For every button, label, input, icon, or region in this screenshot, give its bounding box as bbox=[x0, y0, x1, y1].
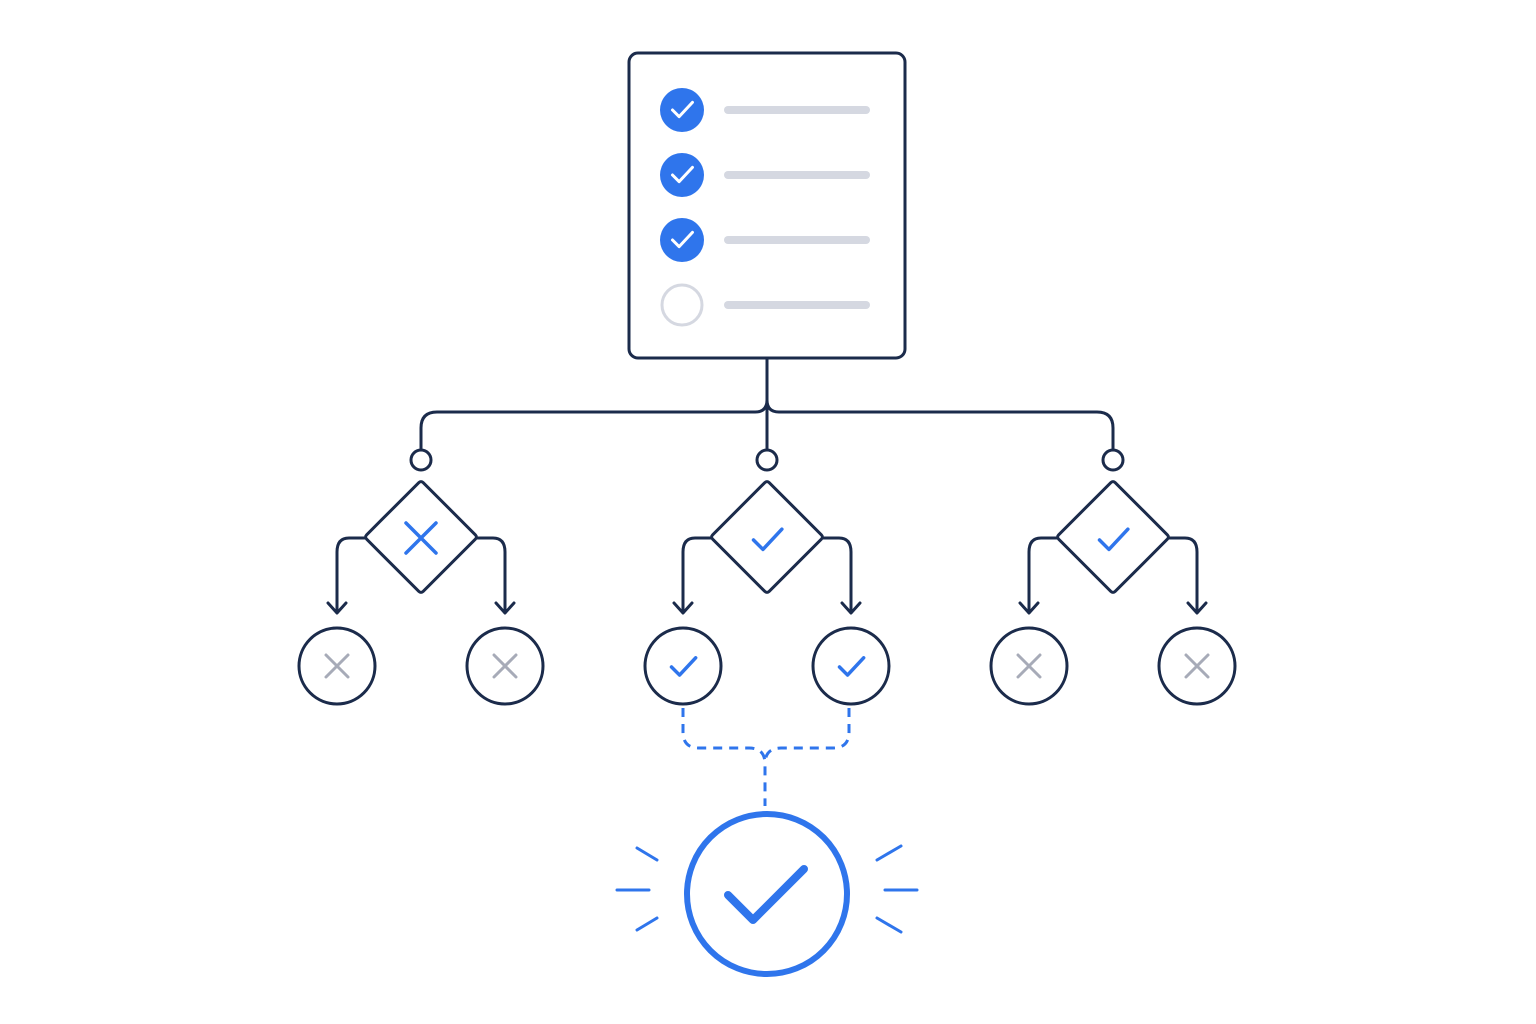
decision-diamond bbox=[710, 480, 824, 594]
checked-checkbox bbox=[660, 218, 704, 262]
arrowhead-icon bbox=[494, 601, 516, 615]
branch-node bbox=[1101, 448, 1125, 472]
empty-circle-icon bbox=[660, 283, 704, 327]
branch-arrow bbox=[821, 536, 853, 613]
checklist-row bbox=[660, 218, 870, 262]
check-icon bbox=[671, 165, 694, 184]
highlight-rays bbox=[615, 844, 919, 934]
decision-diamond bbox=[1056, 480, 1170, 594]
merge-path-right bbox=[763, 708, 851, 765]
branch bbox=[643, 448, 891, 706]
checklist-row bbox=[660, 153, 870, 197]
check-icon bbox=[671, 230, 694, 249]
highlight-ray bbox=[875, 916, 903, 934]
checklist-row bbox=[660, 283, 870, 327]
final-result bbox=[615, 811, 919, 977]
result-circle bbox=[684, 811, 850, 977]
check-icon bbox=[671, 100, 694, 119]
cross-icon bbox=[1184, 653, 1210, 679]
highlight-ray bbox=[875, 844, 903, 862]
cross-icon bbox=[404, 521, 438, 555]
highlight-ray bbox=[635, 916, 659, 932]
check-icon bbox=[751, 527, 784, 552]
arrowhead-icon bbox=[840, 601, 862, 615]
arrowhead-icon bbox=[1018, 601, 1040, 615]
highlight-ray bbox=[635, 846, 659, 862]
cross-icon bbox=[324, 653, 350, 679]
checklist-card bbox=[627, 51, 907, 360]
checklist-row bbox=[660, 88, 870, 132]
branch-node bbox=[409, 448, 433, 472]
right-branch-connector bbox=[765, 398, 1115, 451]
outcome-circle bbox=[811, 626, 891, 706]
cross-icon bbox=[492, 653, 518, 679]
branch-arrow bbox=[335, 536, 367, 613]
branch bbox=[297, 448, 545, 706]
cross-icon bbox=[1016, 653, 1042, 679]
branch-arrow bbox=[475, 536, 507, 613]
check-icon bbox=[837, 656, 866, 677]
check-icon bbox=[1097, 527, 1130, 552]
check-icon bbox=[724, 865, 808, 924]
branch-arrow bbox=[681, 536, 713, 613]
branch-node bbox=[755, 448, 779, 472]
tree-connectors bbox=[419, 356, 1115, 451]
check-icon bbox=[669, 656, 698, 677]
branch-arrow bbox=[1167, 536, 1199, 613]
outcome-circle bbox=[643, 626, 723, 706]
branch bbox=[989, 448, 1237, 706]
checked-checkbox bbox=[660, 88, 704, 132]
left-branch-connector bbox=[419, 398, 769, 451]
arrowhead-icon bbox=[672, 601, 694, 615]
arrowhead-icon bbox=[1186, 601, 1208, 615]
arrowhead-icon bbox=[326, 601, 348, 615]
merge-connector bbox=[681, 708, 851, 806]
merge-path-left bbox=[681, 708, 767, 806]
branch-arrow bbox=[1027, 536, 1059, 613]
checked-checkbox bbox=[660, 153, 704, 197]
